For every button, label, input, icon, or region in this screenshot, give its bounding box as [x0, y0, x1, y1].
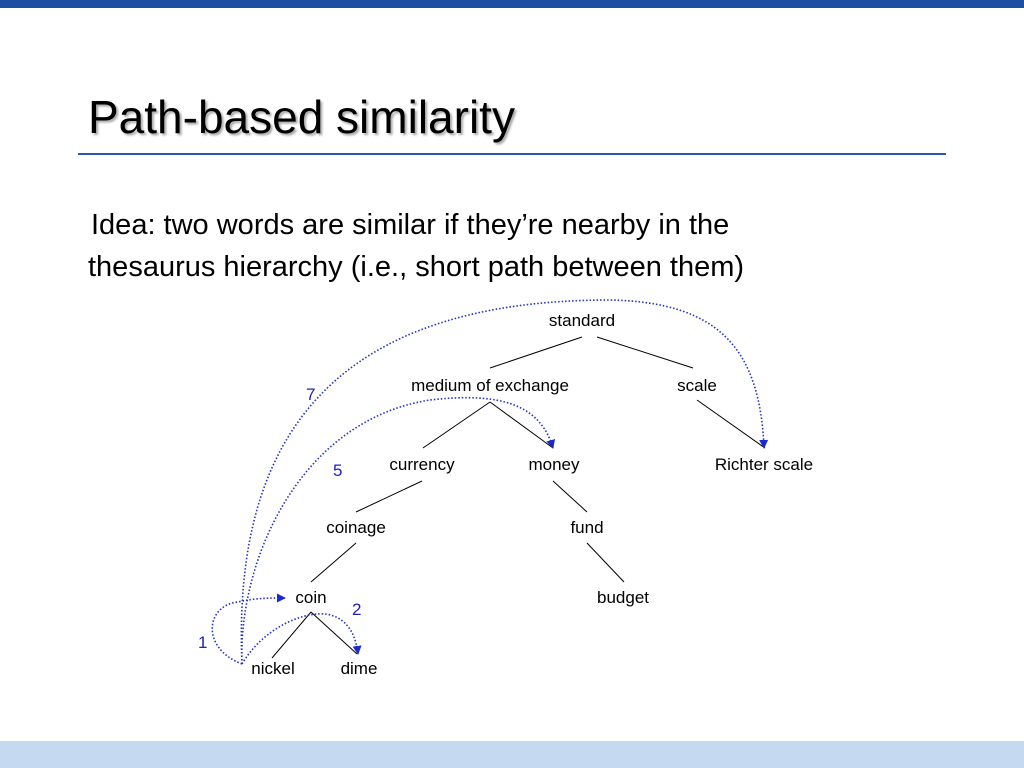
thesaurus-hierarchy-diagram: 7 5 2 1 standard medium of exchange scal…	[198, 299, 813, 678]
footer-band	[0, 741, 1024, 768]
body-line-2: thesaurus hierarchy (i.e., short path be…	[88, 251, 745, 283]
slide-title: Path-based similarity	[88, 91, 515, 143]
node-fund: fund	[570, 518, 603, 537]
path-label-nickel-money: 5	[333, 461, 342, 480]
path-arrow-nickel-dime	[241, 613, 362, 665]
title-underline	[78, 153, 946, 155]
edge-currency-coinage	[355, 480, 423, 513]
path-label-nickel-coin: 1	[198, 633, 207, 652]
node-medium-of-exchange: medium of exchange	[411, 376, 569, 395]
hierarchy-nodes: standard medium of exchange scale curren…	[251, 311, 813, 678]
body-line-1: Idea: two words are similar if they’re n…	[91, 209, 730, 241]
node-currency: currency	[389, 455, 455, 474]
edge-money-fund	[552, 480, 588, 513]
node-budget: budget	[597, 588, 649, 607]
edge-standard-scale	[596, 336, 694, 369]
node-richter-scale: Richter scale	[715, 455, 813, 474]
edge-medium-of-exchange-currency	[422, 401, 491, 449]
node-dime: dime	[341, 659, 378, 678]
edge-fund-budget	[586, 542, 625, 583]
edge-scale-richter-scale	[696, 399, 766, 449]
path-label-nickel-dime: 2	[352, 600, 361, 619]
node-scale: scale	[677, 376, 717, 395]
path-length-labels: 7 5 2 1	[198, 385, 361, 652]
top-accent-bar	[0, 0, 1024, 8]
edge-coin-nickel	[271, 611, 312, 659]
node-money: money	[528, 455, 580, 474]
hierarchy-edges	[271, 336, 766, 659]
node-coin: coin	[295, 588, 326, 607]
slide-body-text: Idea: two words are similar if they’re n…	[88, 204, 938, 288]
edge-coinage-coin	[310, 542, 357, 583]
edge-medium-of-exchange-money	[489, 401, 554, 449]
path-arrows	[211, 299, 769, 665]
edge-coin-dime	[310, 611, 358, 655]
path-arrow-nickel-coin	[211, 593, 286, 665]
edge-standard-medium-of-exchange	[489, 336, 583, 369]
node-coinage: coinage	[326, 518, 386, 537]
node-nickel: nickel	[251, 659, 294, 678]
node-standard: standard	[549, 311, 615, 330]
path-arrow-nickel-richter-scale	[240, 299, 769, 665]
path-label-nickel-richter-scale: 7	[306, 385, 315, 404]
path-arrow-nickel-money	[241, 396, 556, 665]
